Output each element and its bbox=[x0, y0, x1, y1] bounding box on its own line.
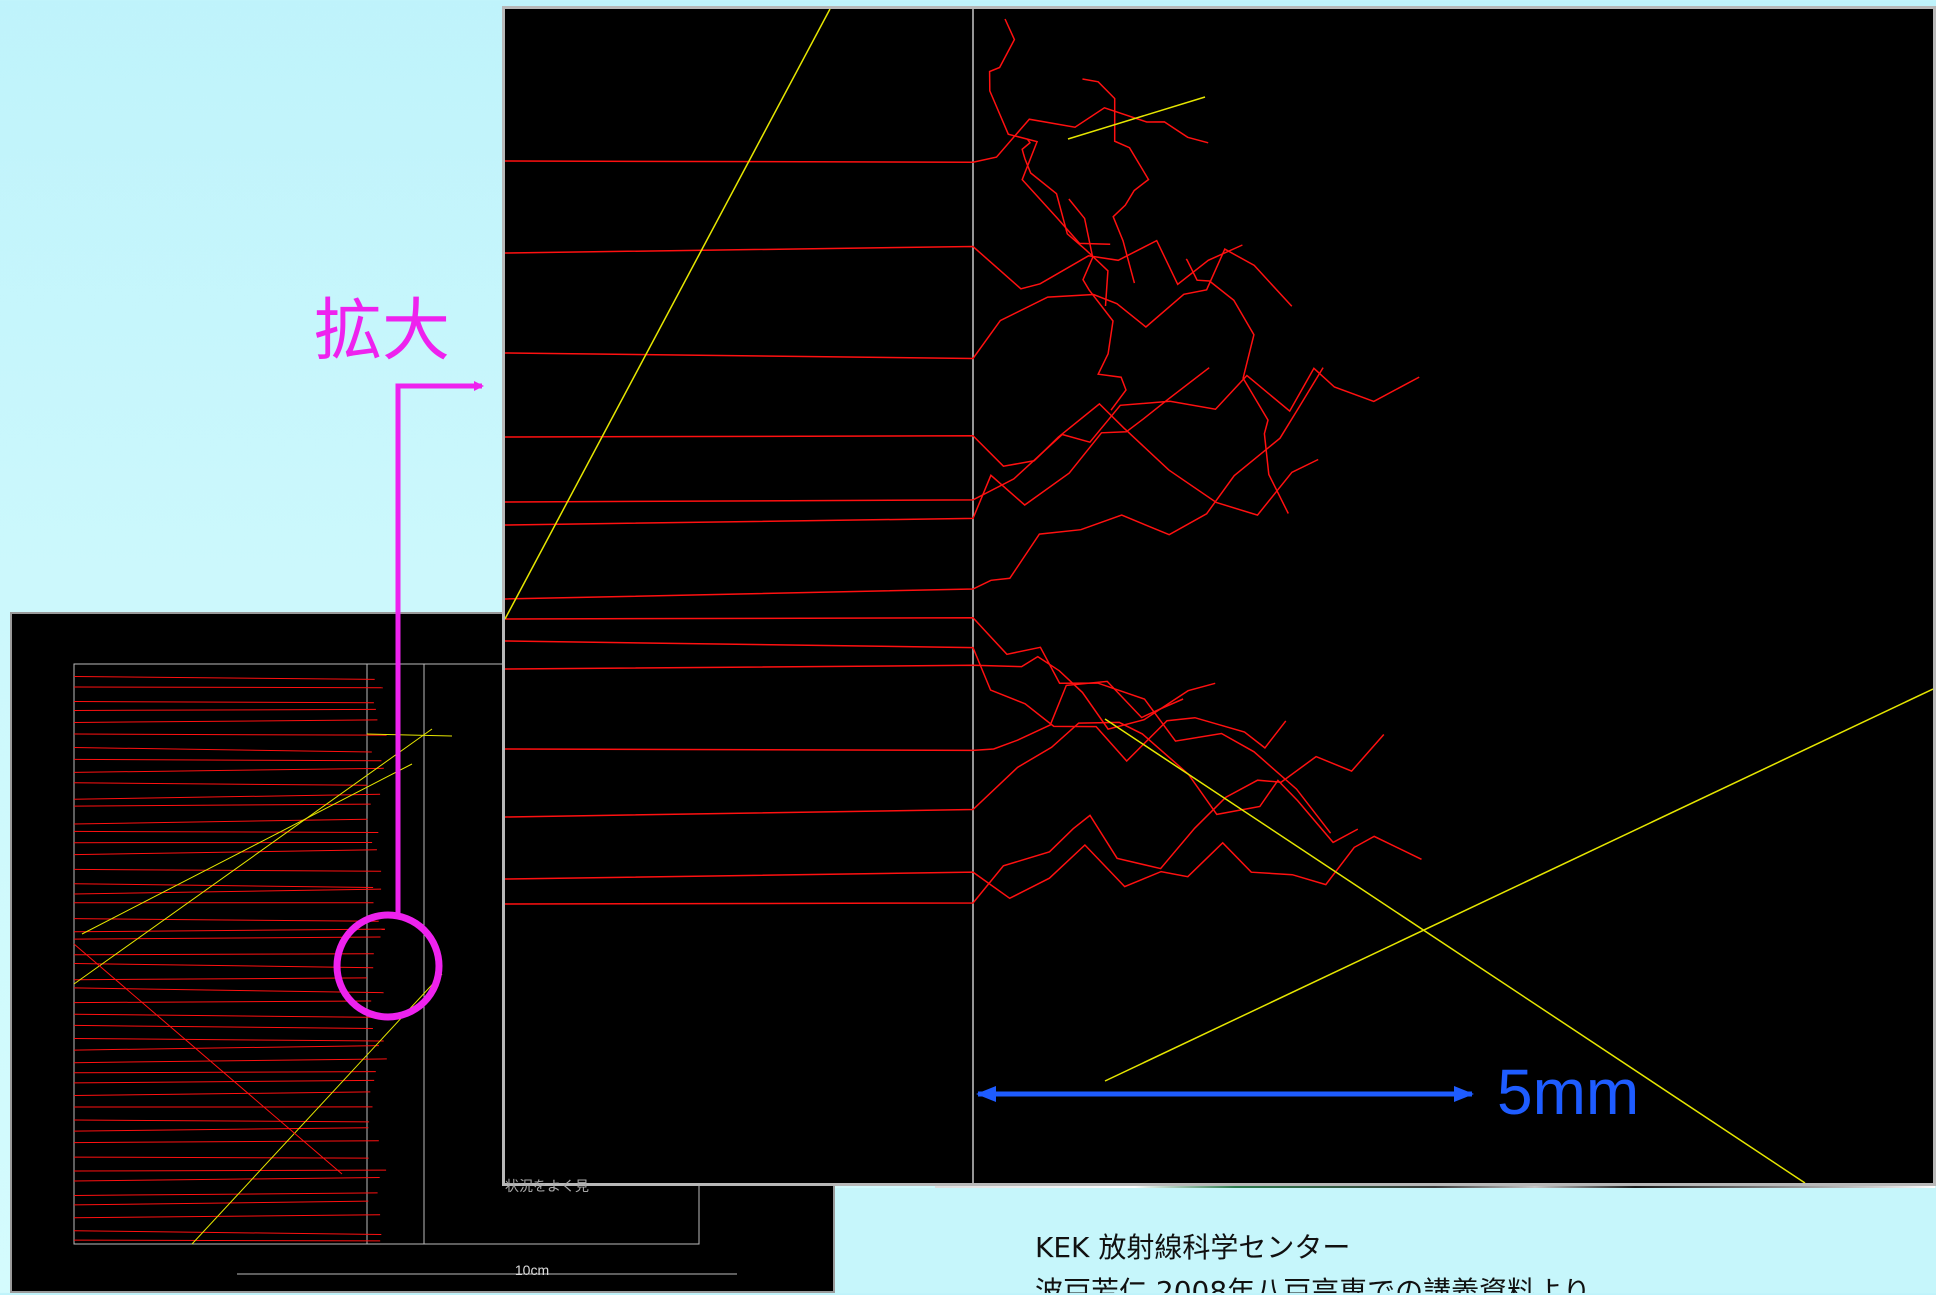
zoom-label: 拡大 bbox=[314, 298, 450, 366]
overview-electron-track bbox=[74, 937, 381, 939]
overview-electron-track bbox=[74, 783, 367, 786]
overview-electron-track bbox=[74, 884, 373, 888]
overview-electron-track bbox=[74, 978, 367, 980]
overview-electron-track bbox=[74, 1025, 373, 1028]
electron-track bbox=[1022, 139, 1108, 306]
overview-electron-track bbox=[74, 734, 387, 735]
electron-track bbox=[505, 722, 1358, 842]
overview-electron-track bbox=[74, 929, 385, 932]
overview-electron-track bbox=[74, 954, 374, 955]
electron-track bbox=[505, 404, 1318, 515]
overview-photon-track bbox=[74, 729, 432, 984]
electron-track bbox=[505, 735, 1384, 905]
simulation-window-zoomed bbox=[502, 6, 1936, 1186]
overview-electron-track bbox=[74, 1141, 379, 1143]
overview-electron-track bbox=[74, 1201, 368, 1205]
overview-electron-track bbox=[74, 1157, 369, 1158]
overview-electron-track bbox=[74, 1231, 381, 1235]
overview-electron-track bbox=[74, 964, 373, 968]
overview-electron-track bbox=[74, 919, 379, 922]
overview-electron-track bbox=[74, 1001, 371, 1003]
overview-electron-track bbox=[74, 988, 384, 993]
overview-photon-track bbox=[192, 974, 442, 1244]
overview-electron-track bbox=[74, 889, 381, 894]
electron-track bbox=[505, 657, 1215, 730]
electron-track bbox=[505, 241, 1242, 289]
overview-electron-track bbox=[74, 709, 376, 710]
overview-electron-track bbox=[74, 1120, 369, 1122]
electron-track bbox=[505, 249, 1292, 358]
electron-track bbox=[505, 641, 1286, 761]
overview-photon-track bbox=[82, 764, 412, 934]
overview-electron-track bbox=[74, 1193, 378, 1196]
caption-box: KEK 放射線科学センター 波戸芳仁 2008年八戸高専での講義資料より bbox=[835, 1188, 1936, 1293]
overview-electron-track bbox=[74, 677, 375, 680]
overview-electron-track bbox=[74, 1128, 368, 1131]
photon-track bbox=[505, 9, 830, 619]
overview-electron-track bbox=[74, 1092, 370, 1096]
scale-label: 5mm bbox=[1497, 1060, 1639, 1124]
overview-scale-label: 10cm bbox=[502, 1262, 562, 1278]
overview-electron-track bbox=[74, 1046, 379, 1051]
zoomed-track-plot bbox=[505, 9, 1933, 1183]
overview-electron-track bbox=[74, 850, 377, 855]
overview-electron-track bbox=[74, 1215, 380, 1218]
overview-electron-track bbox=[74, 768, 384, 772]
overview-electron-track bbox=[74, 1170, 386, 1171]
overview-electron-track bbox=[74, 1039, 384, 1042]
electron-track bbox=[505, 836, 1422, 898]
caption-affiliation: KEK 放射線科学センター bbox=[1035, 1226, 1350, 1266]
overview-electron-track bbox=[74, 819, 367, 824]
overview-electron-track bbox=[74, 1178, 380, 1182]
photon-track bbox=[1105, 719, 1805, 1183]
overview-electron-track bbox=[74, 1240, 380, 1241]
overview-electron-track bbox=[74, 1014, 378, 1017]
overview-electron-track bbox=[74, 869, 381, 871]
overview-electron-track bbox=[74, 1080, 374, 1083]
overview-electron-track bbox=[74, 831, 378, 832]
electron-track bbox=[505, 108, 1208, 162]
overview-electron-track bbox=[74, 1059, 387, 1063]
caption-source: 波戸芳仁 2008年八戸高専での講義資料より bbox=[1035, 1270, 1591, 1293]
electron-track bbox=[505, 368, 1323, 599]
overview-electron-track bbox=[74, 687, 383, 688]
overview-electron-track bbox=[74, 702, 374, 703]
overview-electron-track bbox=[74, 720, 377, 723]
overview-electron-track bbox=[74, 748, 372, 753]
overview-electron-track bbox=[74, 759, 381, 760]
partial-window-text: 状況をよく見 bbox=[505, 1176, 589, 1196]
photon-track bbox=[1105, 689, 1933, 1081]
overview-electron-track bbox=[74, 1072, 376, 1073]
